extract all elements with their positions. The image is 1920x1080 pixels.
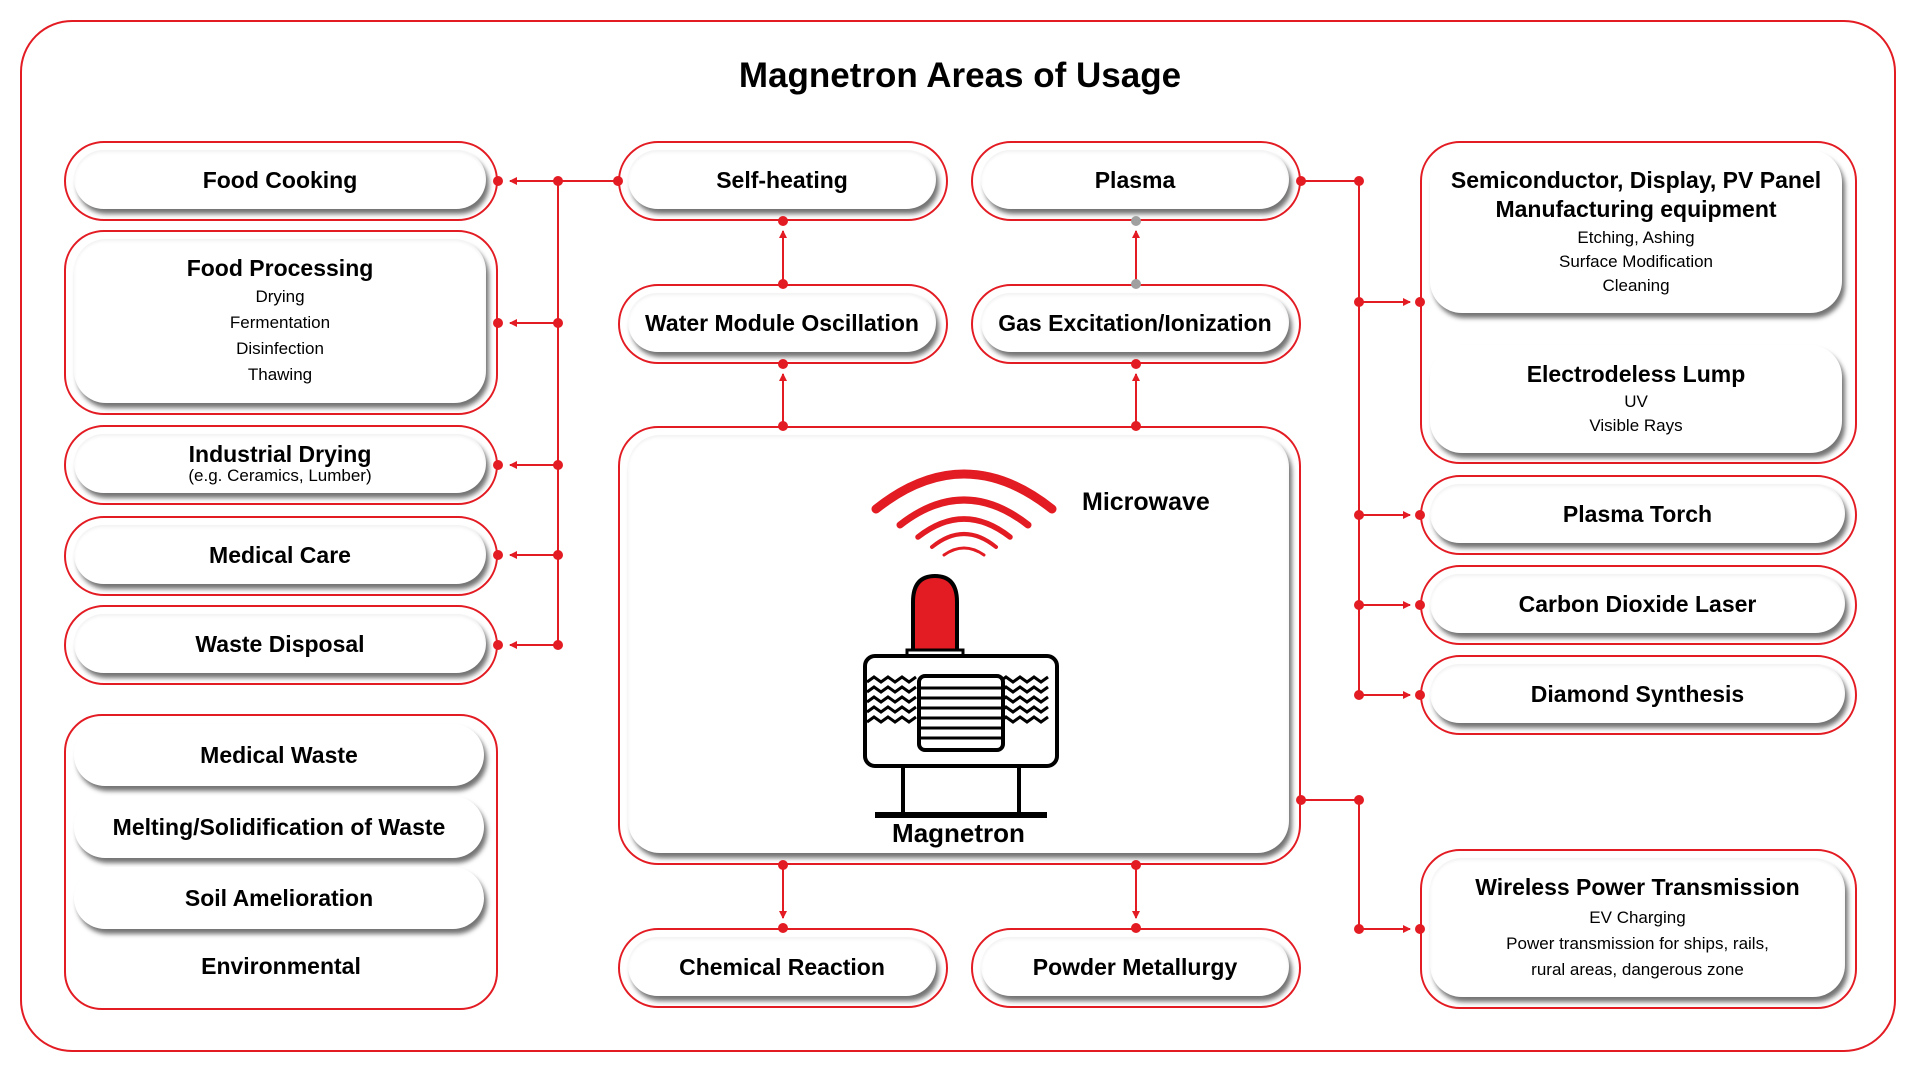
node-plasma-torch: Plasma Torch [1420,475,1857,555]
node-label: Plasma [1094,166,1176,193]
node-sub-item: Disinfection [236,339,324,358]
node-melting-solidification: Melting/Solidification of Waste [74,796,484,858]
node-carbon-dioxide-laser: Carbon Dioxide Laser [1420,565,1857,645]
node-sub-item: UV [1624,392,1648,411]
node-sub-item: EV Charging [1589,907,1686,927]
node-label: Diamond Synthesis [1530,680,1745,707]
center-up-connectors [779,230,1140,919]
node-plasma: Plasma [971,141,1301,221]
node-waste-disposal: Waste Disposal [64,605,498,685]
node-food-cooking: Food Cooking [64,141,498,221]
group-plasma-applications: Semiconductor, Display, PV Panel Manufac… [1420,141,1857,464]
node-label: Waste Disposal [195,630,365,657]
microwave-waves-icon [871,469,1057,557]
node-sub-item: Etching, Ashing [1577,227,1695,247]
node-label: Powder Metallurgy [1032,953,1238,980]
node-label: Gas Excitation/Ionization [998,309,1272,336]
node-label: Melting/Solidification of Waste [112,814,446,840]
node-label: Self-heating [716,166,848,193]
magnetron-label: Magnetron [892,818,1025,848]
group-title: Environmental [201,953,361,979]
node-magnetron: Microwave [618,426,1301,865]
node-label: Chemical Reaction [679,953,885,980]
node-label: Wireless Power Transmission [1475,873,1800,900]
node-label: Food Processing [186,255,374,281]
node-sub-item: Surface Modification [1558,251,1714,271]
group-environmental: Medical Waste Melting/Solidification of … [64,714,498,1010]
node-semiconductor: Semiconductor, Display, PV Panel Manufac… [1430,150,1842,313]
microwave-label: Microwave [1082,488,1210,516]
diagram-frame [20,20,1896,1052]
node-self-heating: Self-heating [618,141,948,221]
node-sub-item: Drying [255,287,305,306]
node-industrial-drying: Industrial Drying (e.g. Ceramics, Lumber… [64,425,498,505]
node-sub-item: Power transmission for ships, rails, [1506,933,1769,953]
node-medical-waste: Medical Waste [74,724,484,786]
node-label: Electrodeless Lump [1526,361,1746,387]
connector-dots [493,176,1425,934]
node-label: Food Cooking [202,166,358,193]
node-label: Soil Amelioration [184,885,374,911]
left-connectors [509,177,618,649]
node-label: Plasma Torch [1562,500,1713,527]
node-food-processing: Food Processing Drying Fermentation Disi… [64,230,498,415]
node-sub-item: Cleaning [1602,275,1670,295]
node-water-module-oscillation: Water Module Oscillation [618,284,948,364]
node-sub-item: rural areas, dangerous zone [1531,959,1744,979]
node-label: Carbon Dioxide Laser [1518,590,1757,617]
node-label: Industrial Drying [188,440,372,467]
node-sub-item: Thawing [247,365,313,384]
node-note: (e.g. Ceramics, Lumber) [188,465,372,485]
right-connectors [1301,180,1411,933]
node-sub-item: Fermentation [229,313,331,332]
connector-dots-muted [1131,216,1141,289]
magnetron-icon [863,573,1059,818]
node-gas-excitation: Gas Excitation/Ionization [971,284,1301,364]
node-medical-care: Medical Care [64,516,498,596]
node-powder-metallurgy: Powder Metallurgy [971,928,1301,1008]
node-wireless-power: Wireless Power Transmission EV Charging … [1420,849,1857,1009]
diagram-title: Magnetron Areas of Usage [738,56,1182,95]
group-label-environmental: Environmental [66,952,496,980]
node-label: Medical Care [209,541,351,568]
node-chemical-reaction: Chemical Reaction [618,928,948,1008]
node-diamond-synthesis: Diamond Synthesis [1420,655,1857,735]
node-label: Medical Waste [200,742,358,768]
node-electrodeless-lump: Electrodeless Lump UV Visible Rays [1430,345,1842,453]
node-sub-item: Visible Rays [1589,416,1683,435]
node-soil-amelioration: Soil Amelioration [74,867,484,929]
node-label: Water Module Oscillation [645,309,919,336]
node-label: Semiconductor, Display, PV Panel [1450,166,1822,193]
node-label: Manufacturing equipment [1495,195,1777,222]
